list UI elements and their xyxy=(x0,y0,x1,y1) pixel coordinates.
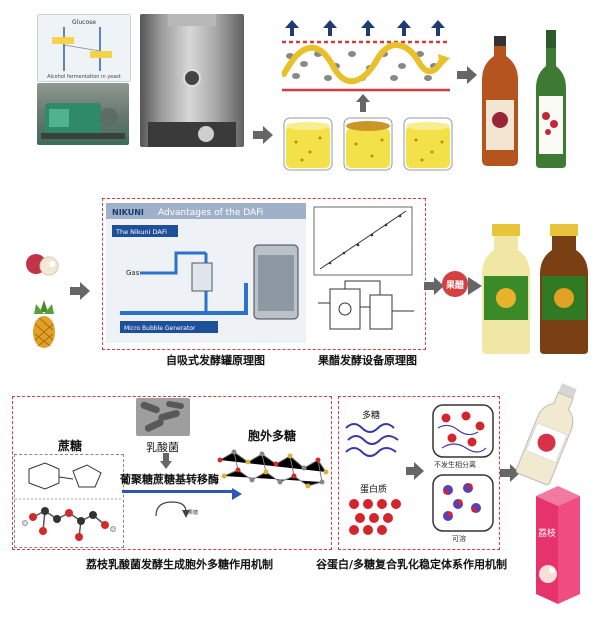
arrow-right-3 xyxy=(70,282,92,304)
lactic-bottle xyxy=(514,382,584,490)
arrow-right-4 xyxy=(424,277,444,299)
dafi-subtitle: The Nikuni DAFi xyxy=(115,228,167,236)
fermenter-machine-photo xyxy=(37,83,129,145)
beaker-3 xyxy=(403,117,453,171)
eps-structure xyxy=(214,442,330,504)
emulsion-mechanism-box xyxy=(338,396,500,550)
vinegar-badge: 果醋 xyxy=(442,271,468,297)
svg-text:果糖: 果糖 xyxy=(188,509,198,516)
vinegar-schematic xyxy=(310,203,420,343)
dafi-generator-label: Micro Bubble Generator xyxy=(124,325,196,332)
polysaccharide-strands xyxy=(344,420,402,468)
carton-label: 荔枝 xyxy=(538,527,556,539)
dafi-logo: NIKUNI xyxy=(112,208,144,217)
enzyme-arrow-line xyxy=(122,490,234,493)
arrow-up xyxy=(356,94,370,116)
caption-emulsion-mechanism: 谷蛋白/多糖复合乳化稳定体系作用机制 xyxy=(316,558,508,571)
beaker-1 xyxy=(283,117,333,171)
lactic-bacteria-label: 乳酸菌 xyxy=(146,441,179,454)
arrow-right-1 xyxy=(253,126,275,148)
vinegar-bottles-svg xyxy=(482,224,588,354)
steel-tank-photo xyxy=(140,14,244,147)
gas-transfer-svg xyxy=(281,20,450,92)
beakers-svg xyxy=(283,117,453,171)
sucrose-structure xyxy=(14,454,124,548)
dafi-gas-label: Gas xyxy=(126,269,140,277)
vinegar-badge-text: 果醋 xyxy=(445,280,464,291)
vinegar-bottles xyxy=(480,224,592,360)
beaker-2 xyxy=(343,117,393,171)
dafi-diagram: NIKUNI Advantages of the DAFi The Nikuni… xyxy=(106,203,306,343)
dafi-banner: Advantages of the DAFi xyxy=(158,208,263,218)
vinegar-schematic-svg xyxy=(313,206,414,330)
vinegar-equipment-box xyxy=(102,198,426,350)
glycolysis-diagram: Glucose Alcohol fermentation in yeast xyxy=(37,14,131,82)
glycolysis-pathway-svg: Glucose Alcohol fermentation in yeast xyxy=(47,19,121,80)
sucrose-svg xyxy=(15,462,123,541)
arrow-right-2 xyxy=(457,66,479,88)
arrow-right-5 xyxy=(468,277,486,299)
wine-bottles xyxy=(480,30,580,174)
bottle-green xyxy=(536,30,566,168)
caption-self-priming-fermenter: 自吸式发酵罐原理图 xyxy=(166,354,265,367)
protein-droplets xyxy=(346,496,406,540)
arrow-right-7 xyxy=(500,464,520,486)
possible-label: 可溶 xyxy=(452,535,466,543)
beaker-row xyxy=(282,112,454,176)
bottle-dark xyxy=(540,224,588,354)
bottle-amber xyxy=(482,36,518,166)
fruit-pineapple xyxy=(30,300,58,354)
emulsion-container-bottom xyxy=(432,474,494,536)
gas-transfer-diagram xyxy=(281,20,450,102)
glycolysis-title: Glucose xyxy=(72,19,96,26)
polysaccharide-label: 多糖 xyxy=(362,411,381,421)
enzyme-arrow-head xyxy=(232,485,242,504)
caption-lactic-mechanism: 荔枝乳酸菌发酵生成胞外多糖作用机制 xyxy=(86,558,273,571)
no-separation-label: 不发生相分离 xyxy=(434,461,476,469)
arrow-right-6 xyxy=(406,462,424,484)
emulsion-container-top xyxy=(432,404,494,462)
caption-vinegar-equipment: 果醋发酵设备原理图 xyxy=(318,354,417,367)
sucrose-label: 蔗糖 xyxy=(58,439,83,453)
arrow-down xyxy=(160,453,172,473)
eps-svg xyxy=(217,449,329,489)
eps-label: 胞外多糖 xyxy=(248,429,297,443)
lactic-carton: 荔枝 xyxy=(528,486,588,612)
bottle-light xyxy=(482,224,530,354)
enzyme-label: 葡聚糖蔗糖基转移酶 xyxy=(120,473,219,486)
dafi-svg: NIKUNI Advantages of the DAFi The Nikuni… xyxy=(106,203,306,333)
glycolysis-subtitle: Alcohol fermentation in yeast xyxy=(47,74,121,80)
lactic-bacteria-image xyxy=(136,398,190,436)
protein-label: 蛋白质 xyxy=(360,485,388,495)
wine-bottles-svg xyxy=(482,30,566,168)
fruit-lychee xyxy=(24,250,62,284)
fructose-release-icon: 果糖 xyxy=(150,498,200,526)
lactic-mechanism-box xyxy=(12,396,332,550)
